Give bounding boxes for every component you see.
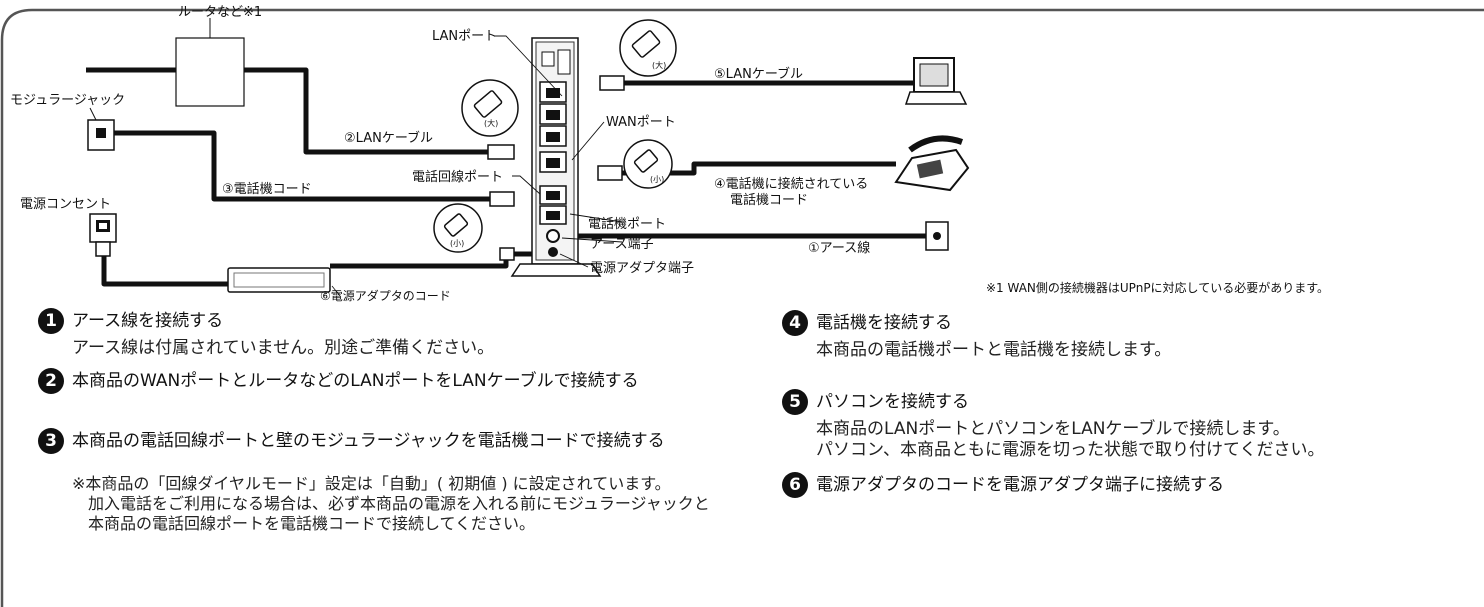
step-number-badge: 1 (38, 308, 64, 334)
plug-callout-large-2: (大) (619, 19, 677, 77)
phone-line-cord (104, 130, 492, 202)
adapter-cord-line (101, 253, 228, 287)
phone-port-label: 電話機ポート (588, 216, 666, 232)
step-description: アース線は付属されていません。別途ご準備ください。 (72, 338, 495, 358)
plug-callout-small-1: (小) (623, 139, 673, 189)
phone-cord-3-label: ③電話機コード (222, 181, 312, 197)
device-unit (510, 37, 602, 277)
plug-label-small-1: (小) (650, 175, 664, 184)
phone-line-port-leader (512, 175, 541, 195)
step-number-badge: 4 (782, 310, 808, 336)
phone-port-leader (569, 213, 623, 223)
earth-wire-label: ①アース線 (808, 240, 870, 256)
adapter-terminal-label: 電源アダプタ端子 (590, 261, 694, 276)
wan-port-label: WANポート (606, 115, 676, 130)
step-title: 電話機を接続する (816, 313, 952, 333)
step-note-connection: 加入電話をご利用になる場合は、必ず本商品の電源を入れる前にモジュラージャックと本… (88, 494, 710, 533)
lan-port-leader (494, 35, 563, 97)
step-3: 3 本商品の電話回線ポートと壁のモジュラージャックを電話機コードで接続する ※本… (38, 428, 738, 604)
step-4: 4 電話機を接続する 本商品の電話機ポートと電話機を接続します。 (782, 310, 1472, 364)
step-description: 本商品の電話機ポートと電話機を接続します。 (816, 340, 1172, 360)
modular-jack-label: モジュラージャック (10, 93, 125, 108)
lan-cable-2-label: ②LANケーブル (344, 130, 433, 146)
earth-terminal (546, 229, 560, 243)
plug-label-small-2: (小) (450, 239, 464, 248)
step-description: パソコン、本商品ともに電源を切った状態で取り付けてください。 (816, 440, 1325, 460)
phone-cord-4-label-1: ④電話機に接続されている (714, 176, 868, 192)
step-number-badge: 3 (38, 428, 64, 454)
step-title: パソコンを接続する (816, 392, 969, 412)
plug-callout-small-2: (小) (433, 203, 483, 253)
step-note: ※本商品の「回線ダイヤルモード」設定は「自動」( 初期値 ) に設定されています… (72, 474, 712, 534)
lan-port-label: LANポート (432, 29, 497, 44)
page-frame (0, 8, 1484, 607)
step-description: 本商品のLANポートとパソコンをLANケーブルで接続します。 (816, 419, 1290, 439)
step-number-badge: 5 (782, 389, 808, 415)
step-6: 6 電源アダプタのコードを電源アダプタ端子に接続する (782, 472, 1472, 502)
earth-terminal-label: アース端子 (590, 237, 654, 252)
step-1: 1 アース線を接続する アース線は付属されていません。別途ご準備ください。 (38, 308, 738, 362)
step-note-dial-mode: ※本商品の「回線ダイヤルモード」設定は「自動」( 初期値 ) に設定されています… (72, 474, 671, 493)
plug-label-large-1: (大) (484, 118, 498, 128)
telephone-icon (894, 135, 970, 192)
step-number-badge: 2 (38, 368, 64, 394)
step-title: アース線を接続する (72, 311, 224, 331)
phone-cord-4-label-2: 電話機コード (730, 192, 808, 208)
lan-cable-5-label: ⑤LANケーブル (714, 66, 803, 82)
wan-line-right (244, 67, 488, 155)
step-title: 電源アダプタのコードを電源アダプタ端子に接続する (816, 475, 1224, 495)
adapter-terminal-leader (559, 253, 589, 268)
power-plug-icon (95, 241, 111, 257)
cable-connectors (487, 75, 625, 261)
footnote: ※1 WAN側の接続機器はUPnPに対応している必要があります。 (986, 281, 1329, 295)
pc-icon (904, 57, 968, 105)
plug-callout-large-1: (大) (461, 79, 519, 137)
earth-terminal-leader (561, 237, 623, 243)
step-5: 5 パソコンを接続する 本商品のLANポートとパソコンをLANケーブルで接続しま… (782, 389, 1472, 465)
wan-port-leader (571, 121, 605, 161)
step-2: 2 本商品のWANポートとルータなどのLANポートをLANケーブルで接続する (38, 368, 738, 418)
router-box (175, 37, 245, 107)
ac-adapter-icon (227, 267, 331, 293)
plug-label-large-2: (大) (652, 60, 666, 70)
step-number-badge: 6 (782, 472, 808, 498)
phone-line-port-label: 電話回線ポート (412, 169, 503, 185)
step-title: 本商品の電話回線ポートと壁のモジュラージャックを電話機コードで接続する (72, 431, 665, 451)
adapter-terminal (548, 247, 558, 257)
lan-ports (539, 81, 567, 147)
router-label: ルータなど※1 (178, 5, 262, 20)
power-outlet-label: 電源コンセント (20, 197, 111, 212)
adapter-cord-label: ⑥電源アダプタのコード (320, 288, 451, 303)
step-title: 本商品のWANポートとルータなどのLANポートをLANケーブルで接続する (72, 371, 639, 391)
